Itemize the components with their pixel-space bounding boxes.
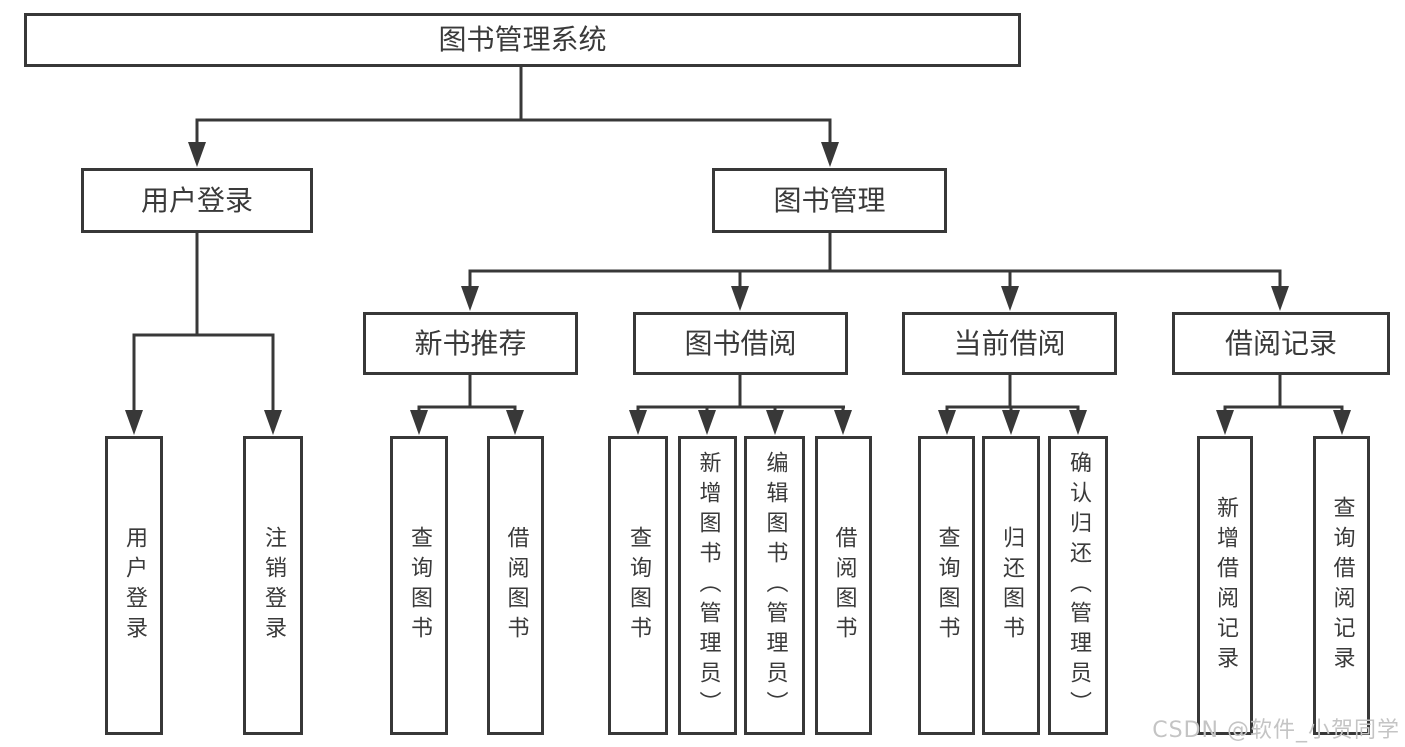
node-label: 编辑图书（管理员） (762, 450, 788, 721)
node-label: 归还图书 (999, 525, 1024, 646)
node-label: 借阅图书 (503, 525, 529, 646)
leaf-logout: 注销登录 (243, 436, 303, 735)
node-label: 图书借阅 (684, 326, 797, 360)
node-label: 图书管理系统 (438, 23, 607, 56)
leaf-query-borrow-record: 查询借阅记录 (1313, 436, 1370, 735)
leaf-user-login: 用户登录 (105, 436, 163, 735)
leaf-add-book-admin: 新增图书（管理员） (678, 436, 737, 735)
leaf-query-books-recommend: 查询图书 (390, 436, 448, 735)
node-label: 查询借阅记录 (1329, 495, 1355, 676)
node-label: 图书管理 (773, 183, 886, 217)
node-label: 注销登录 (261, 525, 286, 646)
node-current-borrow: 当前借阅 (902, 312, 1117, 375)
node-label: 查询图书 (407, 525, 432, 646)
node-book-borrow: 图书借阅 (633, 312, 848, 375)
leaf-borrow-books: 借阅图书 (815, 436, 872, 735)
node-user-login: 用户登录 (81, 168, 313, 233)
node-label: 当前借阅 (953, 326, 1066, 360)
node-label: 用户登录 (122, 525, 147, 646)
node-new-book-recommend: 新书推荐 (363, 312, 578, 375)
node-label: 确认归还（管理员） (1066, 450, 1091, 721)
node-label: 用户登录 (140, 183, 253, 217)
leaf-query-books-current: 查询图书 (918, 436, 975, 735)
node-label: 借阅图书 (831, 525, 857, 646)
watermark: CSDN @软件_小贺同学 (1152, 718, 1400, 743)
leaf-borrow-books-recommend: 借阅图书 (487, 436, 544, 735)
node-label: 新书推荐 (414, 326, 527, 360)
node-label: 查询图书 (626, 525, 651, 646)
leaf-edit-book-admin: 编辑图书（管理员） (744, 436, 805, 735)
node-label: 新增图书（管理员） (695, 450, 721, 721)
node-library-management-system: 图书管理系统 (24, 13, 1021, 67)
node-label: 查询图书 (934, 525, 960, 646)
node-label: 借阅记录 (1224, 326, 1337, 360)
leaf-return-books: 归还图书 (982, 436, 1040, 735)
node-borrow-records: 借阅记录 (1172, 312, 1390, 375)
leaf-confirm-return-admin: 确认归还（管理员） (1048, 436, 1108, 735)
leaf-query-books-borrow: 查询图书 (608, 436, 668, 735)
node-book-management: 图书管理 (712, 168, 947, 233)
leaf-add-borrow-record: 新增借阅记录 (1197, 436, 1253, 735)
node-label: 新增借阅记录 (1213, 495, 1238, 676)
